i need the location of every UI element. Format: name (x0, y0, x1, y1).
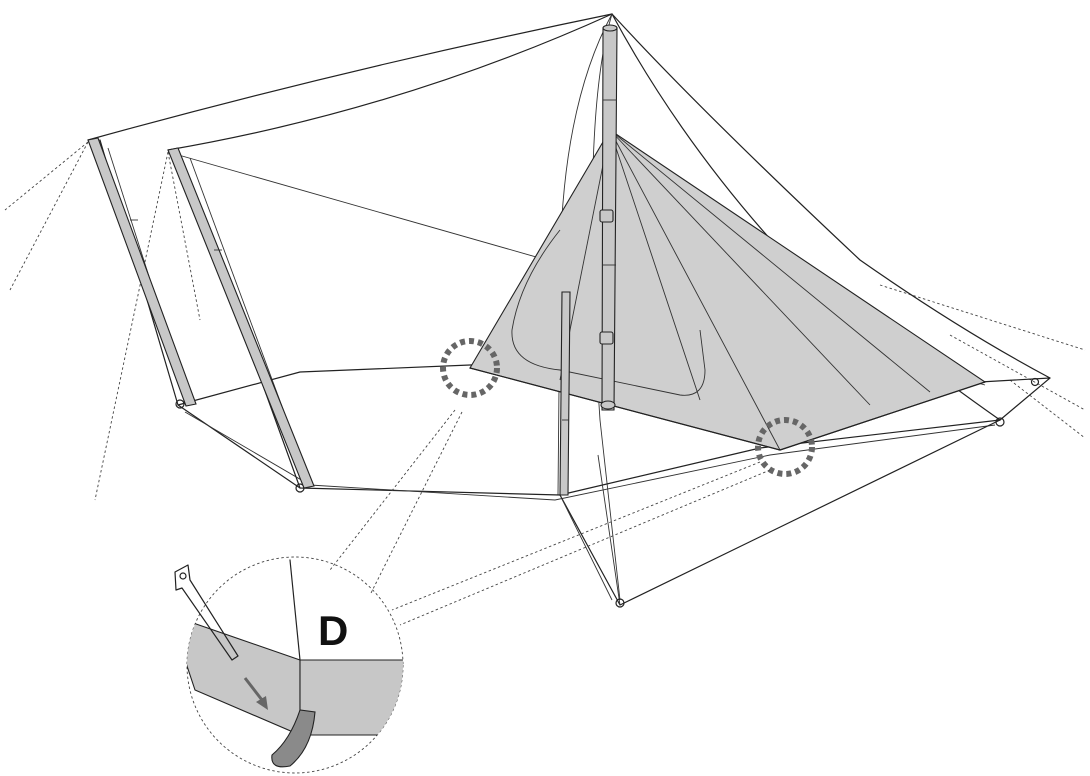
corner-highlight-left (440, 338, 500, 398)
front-pole (559, 291, 571, 496)
callout-label: D (318, 607, 348, 654)
detail-callout: D (174, 556, 404, 774)
inner-tent (469, 129, 987, 451)
corner-highlight-right (755, 417, 815, 477)
side-poles (87, 137, 315, 489)
corner-highlights (440, 338, 815, 477)
tent-stake (174, 564, 239, 661)
arrow-down-right-icon (243, 677, 268, 710)
callout-leaders (329, 409, 771, 626)
center-pole (599, 24, 618, 411)
guy-lines (4, 141, 1086, 501)
